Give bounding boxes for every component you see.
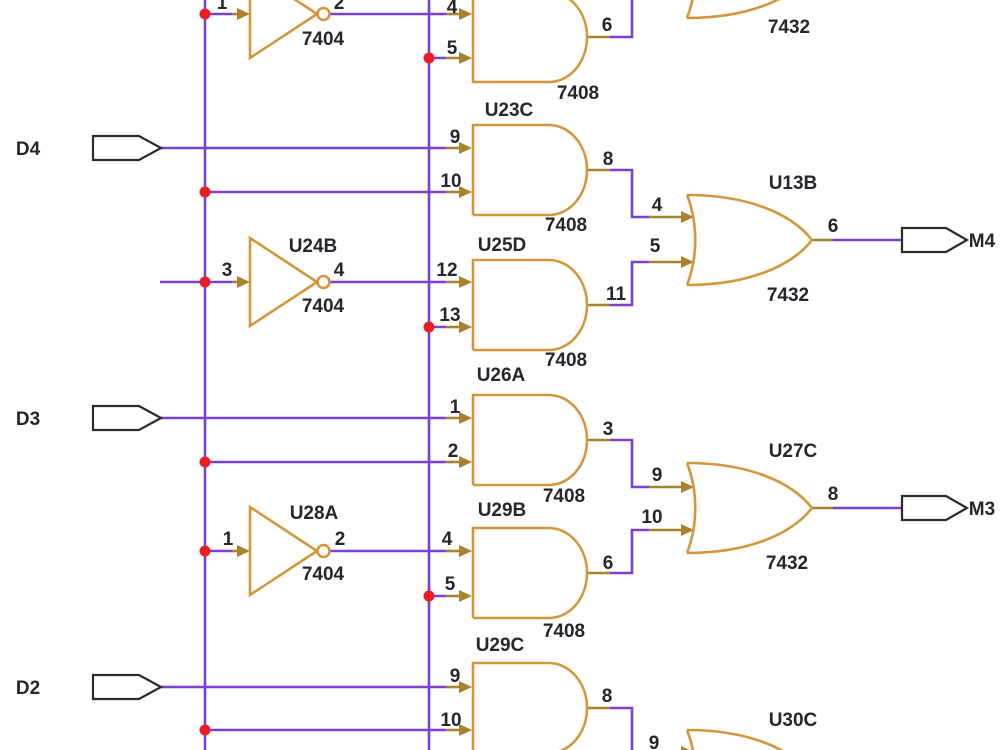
ref-label-u27c: U27C [769,441,818,462]
gate-u23c-and[interactable] [471,123,589,217]
wire [610,438,649,489]
wire [610,706,634,750]
pin-label: 2 [334,0,345,14]
gate-u27c-or[interactable] [685,461,814,555]
gate-u24b-inverter[interactable] [248,235,331,329]
pin-label: 8 [828,484,839,505]
gate-u13b-or[interactable] [685,193,814,287]
gate-u28a-inverter[interactable] [248,504,331,598]
pin-label: 4 [652,195,663,216]
pin-label: 4 [442,529,453,550]
part-label: 7404 [302,296,345,317]
pin-label: 5 [445,574,456,595]
gate-inverter-top[interactable] [248,0,331,61]
gate-u29b-and[interactable] [471,526,589,620]
part-label: 7408 [543,486,585,507]
gate-u25d-and[interactable] [471,258,589,352]
ref-label-u13b: U13B [769,173,818,194]
port-label-d3: D3 [16,409,40,430]
pin-label: 10 [440,710,461,731]
part-label: 7404 [302,564,345,585]
inverter-bubble [316,274,331,290]
ref-label-u25d: U25D [478,235,527,256]
gate-u30c-or[interactable] [685,728,812,750]
wire [610,528,649,575]
part-label: 7432 [766,553,808,574]
ref-label-u29c: U29C [476,635,525,656]
part-label: 7432 [768,17,810,38]
pin-label: 9 [649,733,660,750]
part-label: 7408 [557,83,599,104]
pin-label: 2 [335,529,346,550]
port-label-m3: M3 [969,499,995,520]
port-label-m4: M4 [969,231,996,252]
pin-label: 3 [603,419,614,440]
wire [610,0,634,39]
pin-label: 5 [650,236,661,257]
gate-and-top[interactable] [471,0,589,84]
pin-label: 6 [828,216,839,237]
gate-or-top[interactable] [685,0,812,20]
pin-label: 1 [223,529,234,550]
pin-label: 10 [641,507,662,528]
part-label: 7408 [543,621,585,642]
part-label: 7408 [545,215,587,236]
pin-label: 4 [447,0,458,18]
pin-label: 12 [436,260,457,281]
pin-label: 8 [602,686,613,707]
pin-label: 11 [606,284,627,305]
pin-label: 9 [450,127,461,148]
gate-symbols [248,0,814,750]
pin-label: 6 [602,15,613,36]
pin-label: 8 [603,149,614,170]
pin-label: 9 [450,666,461,687]
input-port-d3[interactable] [91,404,164,432]
pin-label: 1 [450,397,461,418]
ref-label-u26a: U26A [477,365,526,386]
ref-label-u23c: U23C [485,100,534,121]
gate-u26a-and[interactable] [471,393,589,487]
ref-label-u30c: U30C [769,710,818,731]
input-port-d4[interactable] [91,134,164,162]
pin-label: 6 [603,553,614,574]
inverter-bubble [316,543,331,559]
output-port-m4[interactable] [900,226,970,254]
port-label-d2: D2 [16,678,40,699]
input-port-d2[interactable] [91,673,164,701]
labels: D4 D3 D2 M4 M3 1 2 7404 4 5 6 7408 7432 … [16,0,996,750]
part-label: 7404 [302,29,345,50]
wire [610,260,649,307]
pin-label: 13 [439,305,460,326]
wire [610,168,649,219]
part-label: 7432 [767,285,809,306]
pin-label: 1 [217,0,228,14]
pin-label: 3 [222,260,233,281]
ref-label-u29b: U29B [478,500,527,521]
pin-label: 10 [440,171,461,192]
pin-label: 5 [447,38,458,59]
ports [91,134,970,701]
ref-label-u28a: U28A [290,503,339,524]
pin-stubs [232,8,833,750]
junction-dots [199,8,435,736]
output-port-m3[interactable] [900,494,970,522]
pin-label: 2 [448,441,459,462]
ref-label-u24b: U24B [289,236,338,257]
pin-label: 4 [334,260,345,281]
gate-u29c-and[interactable] [471,661,589,750]
port-label-d4: D4 [16,139,41,160]
part-label: 7408 [545,350,587,371]
pin-label: 9 [652,465,663,486]
inverter-bubble [316,6,331,22]
